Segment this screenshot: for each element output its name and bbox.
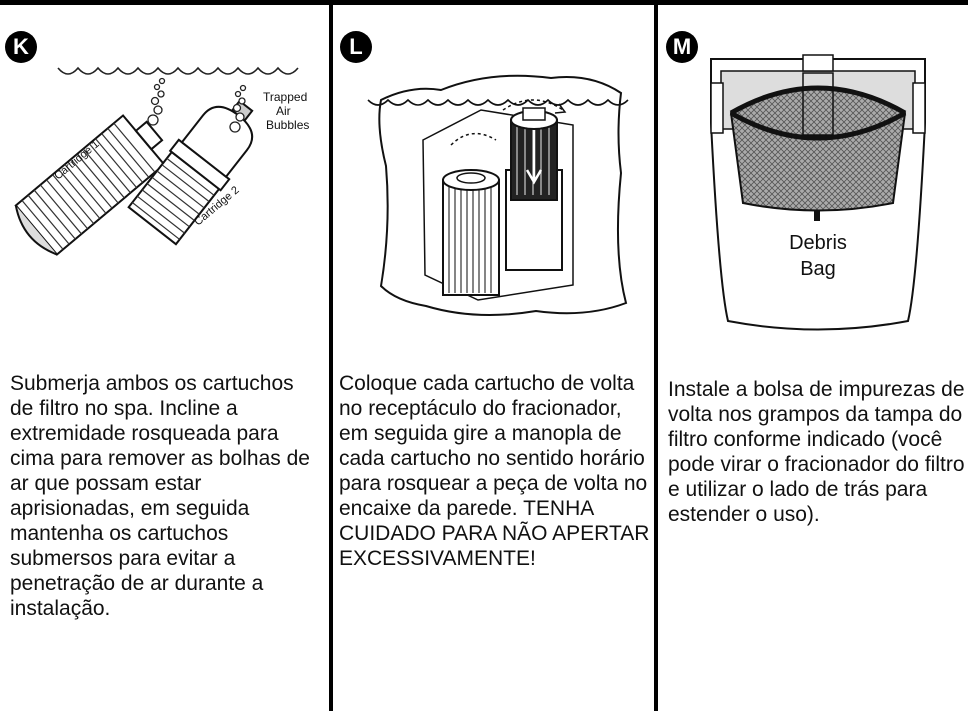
debris-bag — [729, 87, 907, 212]
air-bubbles — [147, 77, 247, 133]
back-cartridge — [505, 107, 563, 271]
step-l-text: Coloque cada cartucho de volta no recept… — [339, 372, 650, 570]
cartridge-1 — [14, 114, 166, 256]
cartridges-submerged-illustration: Trapped Air Bubbles Cartridge 1 Cartridg… — [14, 66, 309, 256]
step-l-badge: L — [340, 31, 372, 63]
bag-label: Bag — [800, 258, 836, 280]
column-divider — [654, 0, 658, 711]
step-m-panel: M Debris Bag Instale a bolsa de impureza… — [658, 5, 968, 711]
front-cartridge — [442, 169, 500, 296]
step-m-text: Instale a bolsa de impurezas de volta no… — [668, 378, 965, 526]
bubbles-label: Bubbles — [266, 118, 309, 132]
trapped-label: Trapped — [263, 90, 307, 104]
debris-label: Debris — [789, 232, 847, 254]
cartridge-2 — [127, 99, 254, 246]
rotate-arrow — [502, 99, 564, 111]
step-m-badge: M — [666, 31, 698, 63]
cartridge-insertion-illustration — [367, 74, 629, 316]
top-border — [0, 0, 968, 5]
column-divider — [329, 0, 333, 711]
step-l-panel: L Coloq — [333, 5, 654, 711]
step-k-text: Submerja ambos os cartuchos de filtro no… — [10, 372, 310, 620]
step-k-badge: K — [5, 31, 37, 63]
debris-bag-illustration: Debris Bag — [710, 54, 926, 331]
step-k-panel: K — [0, 5, 329, 711]
air-label: Air — [276, 104, 291, 118]
water-surface — [57, 66, 299, 75]
